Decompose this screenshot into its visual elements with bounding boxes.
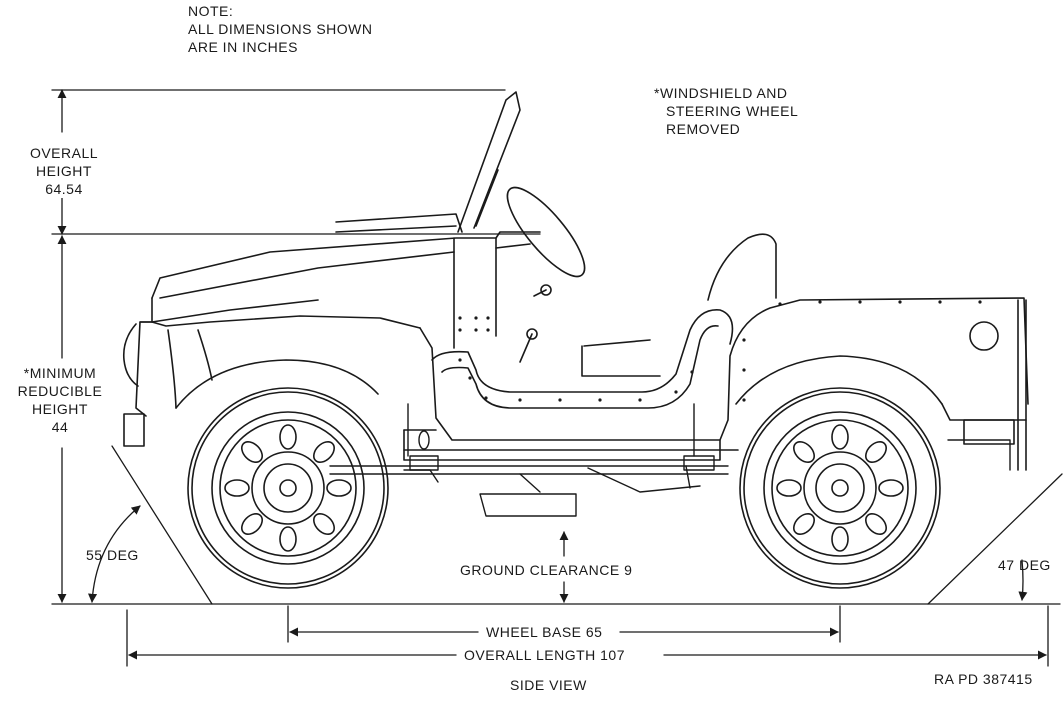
overall-length-label: OVERALL LENGTH 107 (460, 646, 629, 664)
departure-angle-arc (1018, 559, 1028, 601)
note-label: NOTE: ALL DIMENSIONS SHOWN ARE IN INCHES (188, 2, 373, 56)
windshield-note-line2: STEERING WHEEL (666, 103, 799, 119)
minimum-height-line3: HEIGHT (32, 401, 88, 417)
wheel-base-label: WHEEL BASE 65 (482, 623, 607, 641)
windshield-note: *WINDSHIELD AND STEERING WHEEL REMOVED (654, 84, 798, 138)
dimension-lines (51, 89, 1063, 667)
drawing-number: RA PD 387415 (934, 671, 1033, 687)
front-wheel-holes (224, 424, 352, 552)
note-line1: NOTE: (188, 3, 234, 19)
minimum-height-value: 44 (51, 419, 69, 435)
overall-height-label: OVERALL HEIGHT 64.54 (24, 144, 104, 198)
windshield-note-line3: REMOVED (666, 121, 741, 137)
undercarriage (329, 403, 1011, 517)
approach-angle-arc (88, 505, 141, 603)
vehicle-body (122, 91, 1029, 471)
windshield-note-line1: *WINDSHIELD AND (654, 85, 788, 101)
rear-wheel-holes (776, 424, 904, 552)
minimum-height-line2: REDUCIBLE (17, 383, 103, 399)
rivets (458, 300, 982, 402)
approach-angle-label: 55 DEG (86, 547, 139, 563)
note-line3: ARE IN INCHES (188, 39, 298, 55)
overall-height-value: 64.54 (45, 181, 83, 197)
view-caption: SIDE VIEW (510, 677, 587, 693)
approach-angle-line (111, 445, 213, 605)
minimum-height-line1: *MINIMUM (23, 365, 97, 381)
departure-angle-label: 47 DEG (998, 557, 1051, 573)
departure-angle-line (927, 473, 1063, 605)
front-wheel (187, 387, 389, 589)
note-line2: ALL DIMENSIONS SHOWN (188, 21, 373, 37)
minimum-height-label: *MINIMUM REDUCIBLE HEIGHT 44 (6, 364, 114, 436)
rear-wheel (739, 387, 941, 589)
ground-clearance-label: GROUND CLEARANCE 9 (456, 561, 637, 579)
overall-height-line2: HEIGHT (36, 163, 92, 179)
overall-height-line1: OVERALL (29, 145, 99, 161)
